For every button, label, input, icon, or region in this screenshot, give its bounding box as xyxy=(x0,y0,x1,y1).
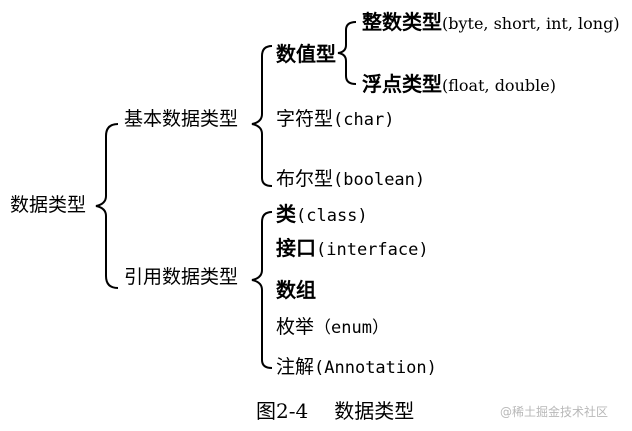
figure-number: 图2-4 xyxy=(256,399,309,423)
char-type: 字符型(char) xyxy=(276,110,394,129)
ref-item-annotation-en: (Annotation) xyxy=(314,358,437,378)
root-label: 数据类型 xyxy=(10,194,87,216)
integer-type-cn: 整数类型 xyxy=(362,10,442,34)
ref-item-enum: 枚举（enum） xyxy=(276,318,389,337)
ref-item-array-cn: 数组 xyxy=(276,278,316,302)
basic-types-label: 基本数据类型 xyxy=(124,108,239,130)
bool-type-en: (boolean) xyxy=(333,170,426,190)
char-type-cn: 字符型 xyxy=(276,108,334,130)
numeric-bracket xyxy=(337,21,357,85)
figure-caption-text: 数据类型 xyxy=(334,399,415,423)
ref-item-class-en: (class) xyxy=(296,206,368,226)
ref-item-array: 数组 xyxy=(276,280,316,301)
ref-item-annotation: 注解(Annotation) xyxy=(276,358,437,377)
bool-type: 布尔型(boolean) xyxy=(276,170,425,189)
ref-item-interface-en: (interface) xyxy=(316,240,429,260)
float-type-cn: 浮点类型 xyxy=(362,72,442,96)
reference-bracket xyxy=(251,211,273,369)
numeric-label: 数值型 xyxy=(276,42,336,66)
ref-item-interface: 接口(interface) xyxy=(276,238,429,259)
ref-item-class-cn: 类 xyxy=(276,202,296,226)
root-bracket xyxy=(95,123,119,289)
float-type-en: (float, double) xyxy=(442,76,556,95)
ref-item-class: 类(class) xyxy=(276,204,368,225)
figure-caption: 图2-4 数据类型 xyxy=(256,401,414,421)
basic-bracket xyxy=(251,45,273,187)
ref-item-enum-cn: 枚举 xyxy=(276,316,315,338)
watermark: @稀土掘金技术社区 xyxy=(500,405,609,419)
integer-type: 整数类型(byte, short, int, long) xyxy=(362,12,620,32)
integer-type-en: (byte, short, int, long) xyxy=(442,14,620,33)
ref-item-annotation-cn: 注解 xyxy=(276,356,315,378)
float-type: 浮点类型(float, double) xyxy=(362,74,556,94)
bool-type-cn: 布尔型 xyxy=(276,168,334,190)
reference-types-label: 引用数据类型 xyxy=(124,266,239,288)
ref-item-enum-en: （enum） xyxy=(314,318,389,338)
char-type-en: (char) xyxy=(333,110,395,130)
ref-item-interface-cn: 接口 xyxy=(276,236,316,260)
